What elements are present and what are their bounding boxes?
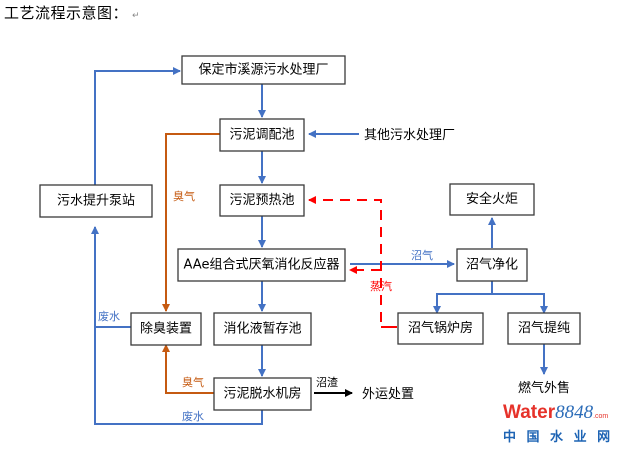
page-title: 工艺流程示意图：↵ — [4, 2, 140, 23]
watermark-brand-word: Water — [503, 402, 556, 423]
node-safety-flare: 安全火炬 — [449, 183, 535, 216]
svg-text:污泥调配池: 污泥调配池 — [229, 128, 294, 143]
node-biogas-purify: 沼气净化 — [456, 248, 528, 282]
node-gas-sale: 燃气外售 — [518, 380, 570, 396]
svg-text:沼气提纯: 沼气提纯 — [518, 320, 570, 336]
arrow-pump-to-plant — [94, 67, 181, 185]
svg-text:保定市溪源污水处理厂: 保定市溪源污水处理厂 — [198, 62, 328, 78]
watermark-brand-cn: 中 国 水 业 网 — [503, 429, 613, 445]
svg-text:污泥脱水机房: 污泥脱水机房 — [223, 386, 301, 402]
node-sludge-conditioning: 污泥调配池 — [219, 118, 305, 152]
node-deodorize: 除臭装置 — [130, 312, 202, 346]
node-baoding-plant: 保定市溪源污水处理厂 — [181, 55, 346, 85]
watermark-brand-tld: .com — [593, 413, 608, 420]
label-residue: 沼渣 — [316, 375, 338, 389]
arrow-wastewater-to-pump — [91, 226, 263, 425]
label-wastewater-lower: 废水 — [182, 409, 204, 423]
node-biogas-boiler: 沼气锅炉房 — [397, 312, 484, 345]
svg-text:沼气净化: 沼气净化 — [466, 257, 518, 273]
node-biogas-upgrade: 沼气提纯 — [507, 312, 581, 345]
return-mark-icon: ↵ — [132, 11, 141, 21]
svg-text:污水提升泵站: 污水提升泵站 — [57, 193, 135, 209]
node-pump-station: 污水提升泵站 — [39, 184, 153, 218]
svg-text:消化液暂存池: 消化液暂存池 — [223, 322, 301, 337]
label-steam: 蒸汽 — [370, 279, 392, 293]
arrow-steam-to-preheat — [308, 196, 382, 322]
arrow-purify-to-upgrade — [492, 293, 548, 314]
arrow-purify-to-boiler — [433, 281, 493, 314]
node-external-disposal: 外运处置 — [362, 387, 414, 402]
title-text: 工艺流程示意图： — [4, 4, 129, 22]
node-digestate-storage: 消化液暂存池 — [213, 312, 312, 346]
watermark-brand-num: 8848 — [555, 402, 594, 423]
watermark-logo: Water8848.com 中 国 水 业 网 — [503, 402, 613, 445]
arrow-odor-conditioning-to-deodorize — [162, 133, 220, 312]
svg-text:除臭装置: 除臭装置 — [140, 322, 192, 337]
node-sludge-preheat: 污泥预热池 — [219, 184, 305, 217]
arrow-odor-dewater-to-deodorize — [162, 344, 220, 394]
node-other-plants: 其他污水处理厂 — [364, 128, 455, 143]
node-sludge-dewater: 污泥脱水机房 — [213, 377, 312, 411]
node-aae-reactor: AAe组合式厌氧消化反应器 — [177, 248, 346, 282]
svg-text:污泥预热池: 污泥预热池 — [229, 193, 294, 208]
svg-text:Water8848.com: Water8848.com — [503, 402, 608, 423]
label-biogas: 沼气 — [411, 248, 433, 262]
label-odor-upper: 臭气 — [173, 189, 195, 203]
svg-text:AAe组合式厌氧消化反应器: AAe组合式厌氧消化反应器 — [184, 257, 340, 273]
svg-text:安全火炬: 安全火炬 — [466, 191, 518, 207]
svg-text:沼气锅炉房: 沼气锅炉房 — [408, 320, 473, 336]
label-wastewater-upper: 废水 — [98, 309, 120, 323]
label-odor-lower: 臭气 — [182, 375, 204, 389]
